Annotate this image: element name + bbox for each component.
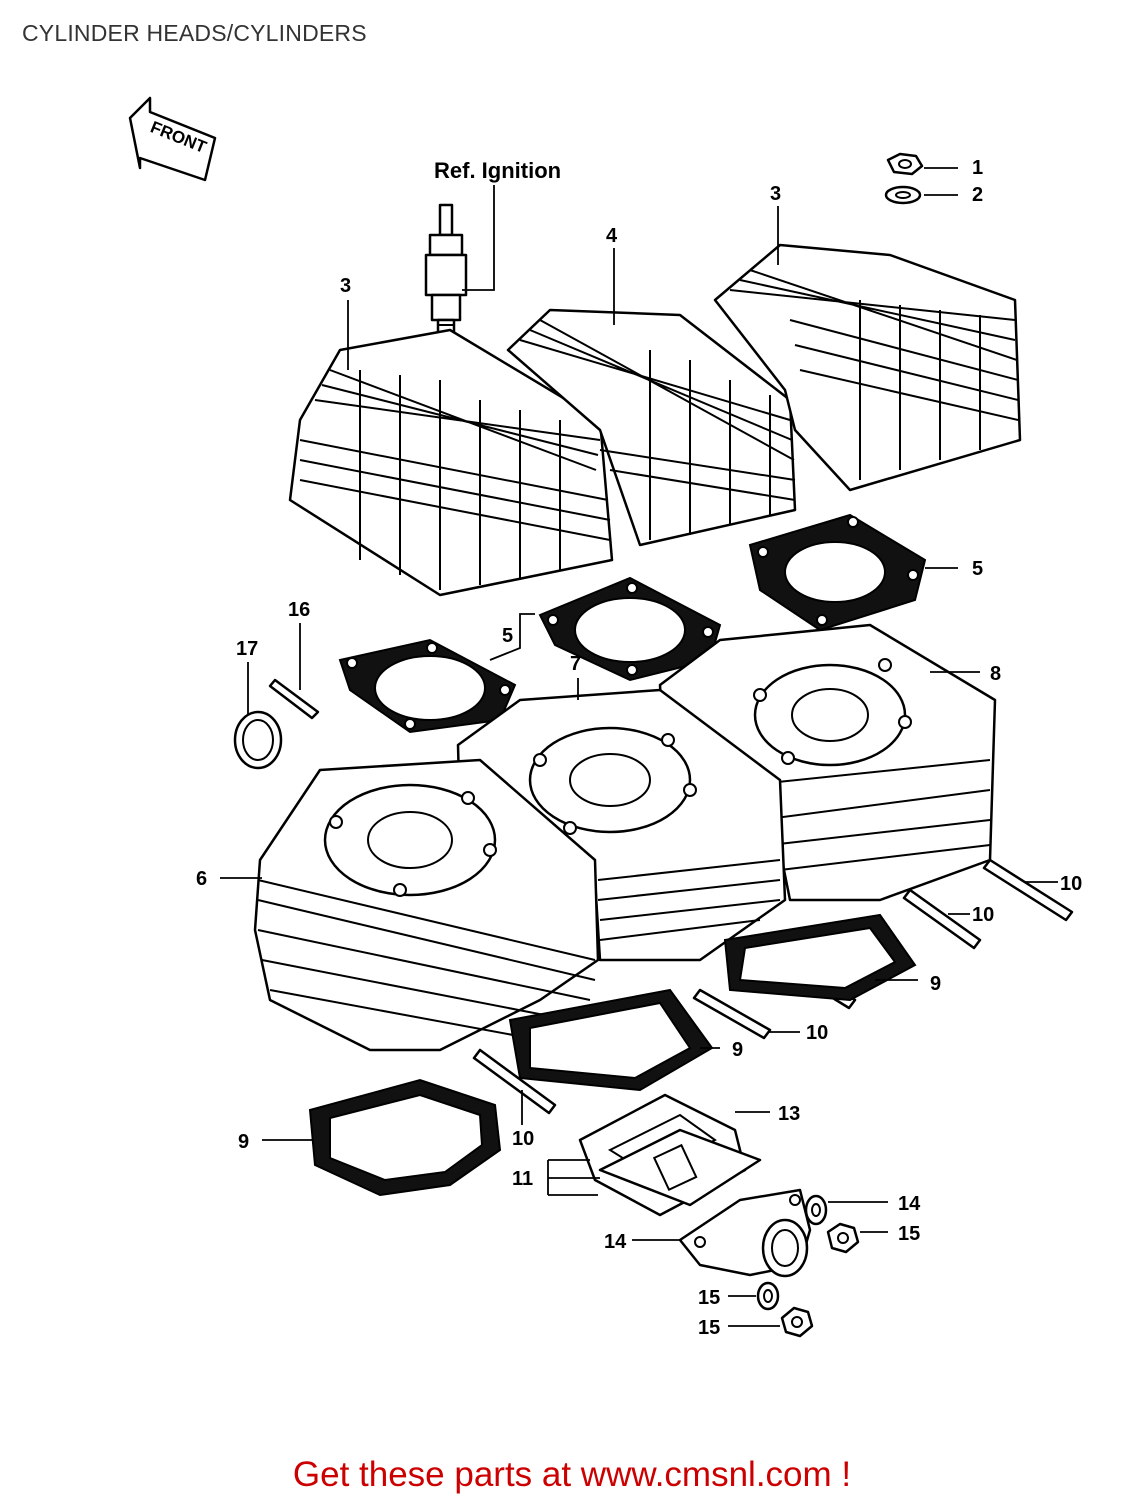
ref-ignition-label: Ref. Ignition xyxy=(434,158,561,183)
callout-14-right: 14 xyxy=(898,1193,921,1215)
callout-3-right: 3 xyxy=(770,183,781,205)
front-arrow-icon: FRONT xyxy=(128,96,217,182)
nut-icon xyxy=(780,1306,814,1338)
callout-8: 8 xyxy=(990,663,1001,685)
base-gasket-right xyxy=(723,913,917,1002)
o-ring-icon xyxy=(233,710,283,770)
callout-10-b: 10 xyxy=(972,904,994,926)
callout-10-d: 10 xyxy=(512,1128,534,1150)
callout-14-left: 15 xyxy=(698,1287,720,1309)
cylinder-head-left xyxy=(288,328,614,597)
base-gasket-middle xyxy=(508,988,714,1092)
callout-11: 11 xyxy=(512,1168,533,1190)
head-gasket-right xyxy=(748,513,927,632)
nut-icon xyxy=(886,152,924,176)
callout-12: 13 xyxy=(778,1103,800,1125)
cylinder-left xyxy=(253,758,600,1052)
callout-10-a: 10 xyxy=(1060,873,1082,895)
callout-6: 6 xyxy=(196,868,207,890)
callout-16: 16 xyxy=(288,599,310,621)
callout-15-left: 15 xyxy=(698,1317,720,1339)
callout-9-middle: 9 xyxy=(732,1039,743,1061)
washer-icon xyxy=(756,1281,780,1311)
cylinder-head-right xyxy=(713,243,1022,492)
callout-15-right: 15 xyxy=(898,1223,920,1245)
callout-13: 14 xyxy=(604,1231,627,1253)
dowel-pin-icon xyxy=(268,678,320,720)
callout-9-left: 9 xyxy=(238,1131,249,1153)
base-gasket-left xyxy=(308,1078,502,1197)
callout-10-c: 10 xyxy=(806,1022,828,1044)
callout-5-right: 5 xyxy=(972,558,983,580)
washer-icon xyxy=(884,185,922,205)
page-title: CYLINDER HEADS/CYLINDERS xyxy=(22,20,367,46)
intake-manifold xyxy=(678,1188,812,1278)
nut-icon xyxy=(826,1222,860,1254)
callout-4: 4 xyxy=(606,225,618,247)
callout-5-left: 5 xyxy=(502,625,513,647)
washer-icon xyxy=(804,1194,828,1226)
callout-9-right: 9 xyxy=(930,973,941,995)
spark-plug-icon xyxy=(424,203,468,352)
callout-2: 2 xyxy=(972,184,983,206)
head-gasket-left xyxy=(338,638,517,734)
head-gasket-middle xyxy=(538,576,722,682)
callout-3-left: 3 xyxy=(340,275,351,297)
callout-7: 7 xyxy=(570,653,581,675)
cylinder-middle xyxy=(456,688,787,962)
cmsnl-parts-link[interactable]: Get these parts at www.cmsnl.com ! xyxy=(292,1455,852,1494)
cylinder-head-middle xyxy=(506,308,797,547)
cylinder-right xyxy=(658,623,997,902)
callout-17: 17 xyxy=(236,638,258,660)
callout-1: 1 xyxy=(972,157,983,179)
reed-valve-assembly xyxy=(578,1093,762,1217)
